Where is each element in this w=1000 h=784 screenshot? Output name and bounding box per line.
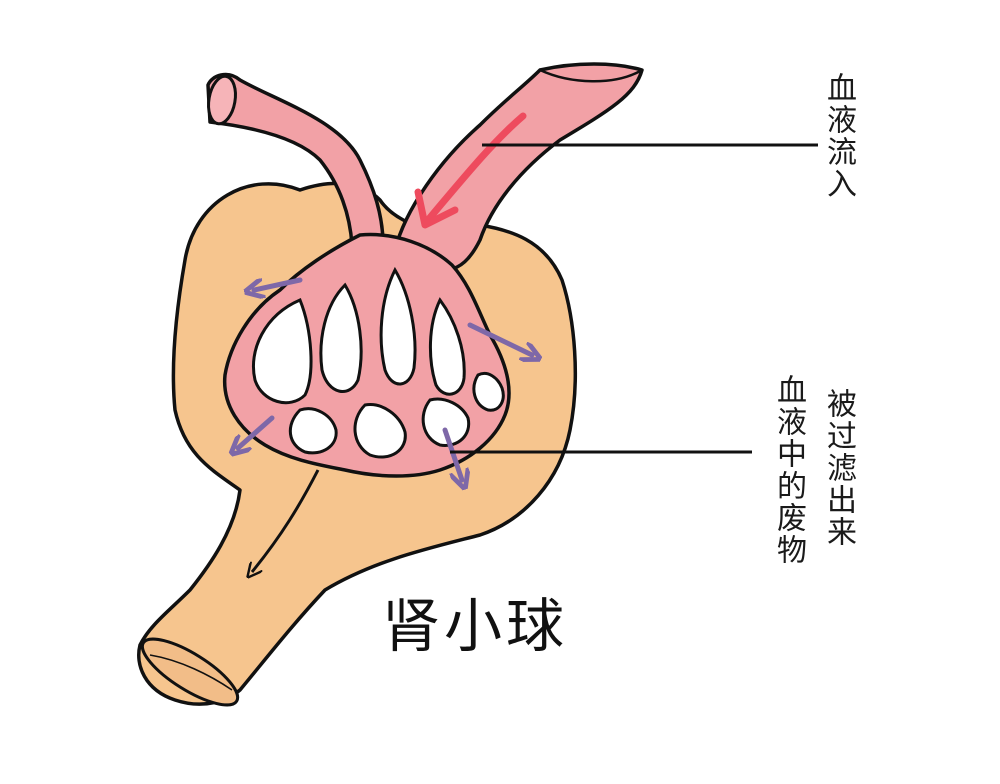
label-blood-inflow: 血液流入 xyxy=(821,72,856,200)
tube-opening xyxy=(140,637,240,707)
label-filtered-out: 被过滤出来 xyxy=(821,388,856,548)
filtration-arrows xyxy=(238,277,532,480)
efferent-vessel xyxy=(206,72,385,247)
capillary-loops xyxy=(252,266,505,459)
diagram-title: 肾小球 xyxy=(381,592,568,660)
blood-flow-arrow xyxy=(424,112,527,224)
tube-opening-inner xyxy=(149,654,233,691)
filtrate-flow-arrow xyxy=(252,469,320,572)
label-waste-in-blood: 血液中的废物 xyxy=(771,374,806,566)
afferent-opening xyxy=(539,68,643,83)
blood-flow-arrowhead xyxy=(414,188,459,229)
efferent-opening xyxy=(207,74,237,126)
